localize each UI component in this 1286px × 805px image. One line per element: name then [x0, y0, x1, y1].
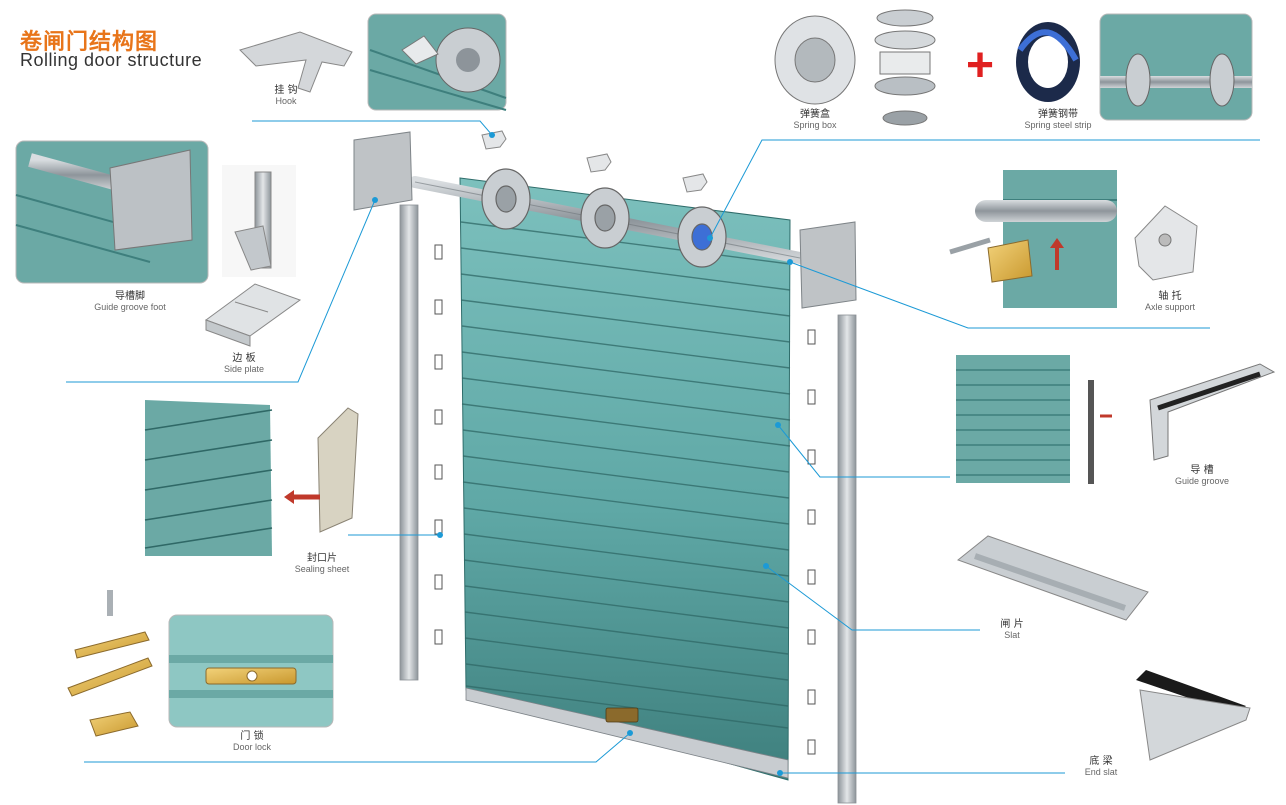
guide-groove-section	[956, 355, 1276, 484]
spring-steel-strip-illustration	[1016, 22, 1080, 102]
right-guide-rail	[837, 314, 857, 804]
leader-spring-box	[709, 139, 1260, 239]
left-side-plate	[353, 131, 413, 211]
side-plate-part	[204, 283, 302, 347]
door-lock-parts	[67, 590, 153, 737]
hook-illustration	[239, 31, 353, 93]
leader-axle-support	[789, 261, 1210, 329]
axle-spring-boxes	[481, 168, 727, 268]
plus-sign: +	[966, 39, 995, 92]
leader-side-plate	[66, 199, 376, 383]
leader-door-lock	[84, 732, 631, 763]
top-hooks	[481, 130, 708, 193]
spring-box-illustration	[774, 9, 936, 126]
slat-lines	[460, 221, 791, 729]
door-assembly	[353, 130, 857, 804]
curtain-door-lock	[605, 707, 639, 723]
leader-hook	[252, 120, 493, 136]
diagram-title-cn: 卷闸门结构图	[20, 30, 159, 55]
end-slat-part	[1136, 670, 1251, 761]
diagram-title-en: Rolling door structure	[20, 50, 203, 70]
axle-support-inset	[949, 170, 1117, 308]
leader-lines	[66, 120, 1260, 774]
spring-inset	[1099, 13, 1253, 121]
guide-groove-foot-part	[222, 165, 296, 277]
left-rail-tabs	[434, 244, 443, 645]
guide-groove-foot-inset	[15, 140, 209, 284]
right-side-plate	[799, 221, 857, 309]
leader-dots	[372, 132, 793, 776]
leader-slat	[765, 565, 980, 631]
axle-support-part	[1134, 205, 1198, 281]
sealing-sheet-section	[144, 400, 359, 556]
right-rail-tabs	[807, 329, 816, 755]
hook-inset	[367, 13, 507, 111]
left-guide-rail	[399, 204, 419, 681]
slat-part	[956, 535, 1149, 621]
door-lock-inset	[168, 614, 334, 728]
leader-guide-groove	[777, 424, 950, 478]
slat-curtain	[459, 177, 791, 781]
